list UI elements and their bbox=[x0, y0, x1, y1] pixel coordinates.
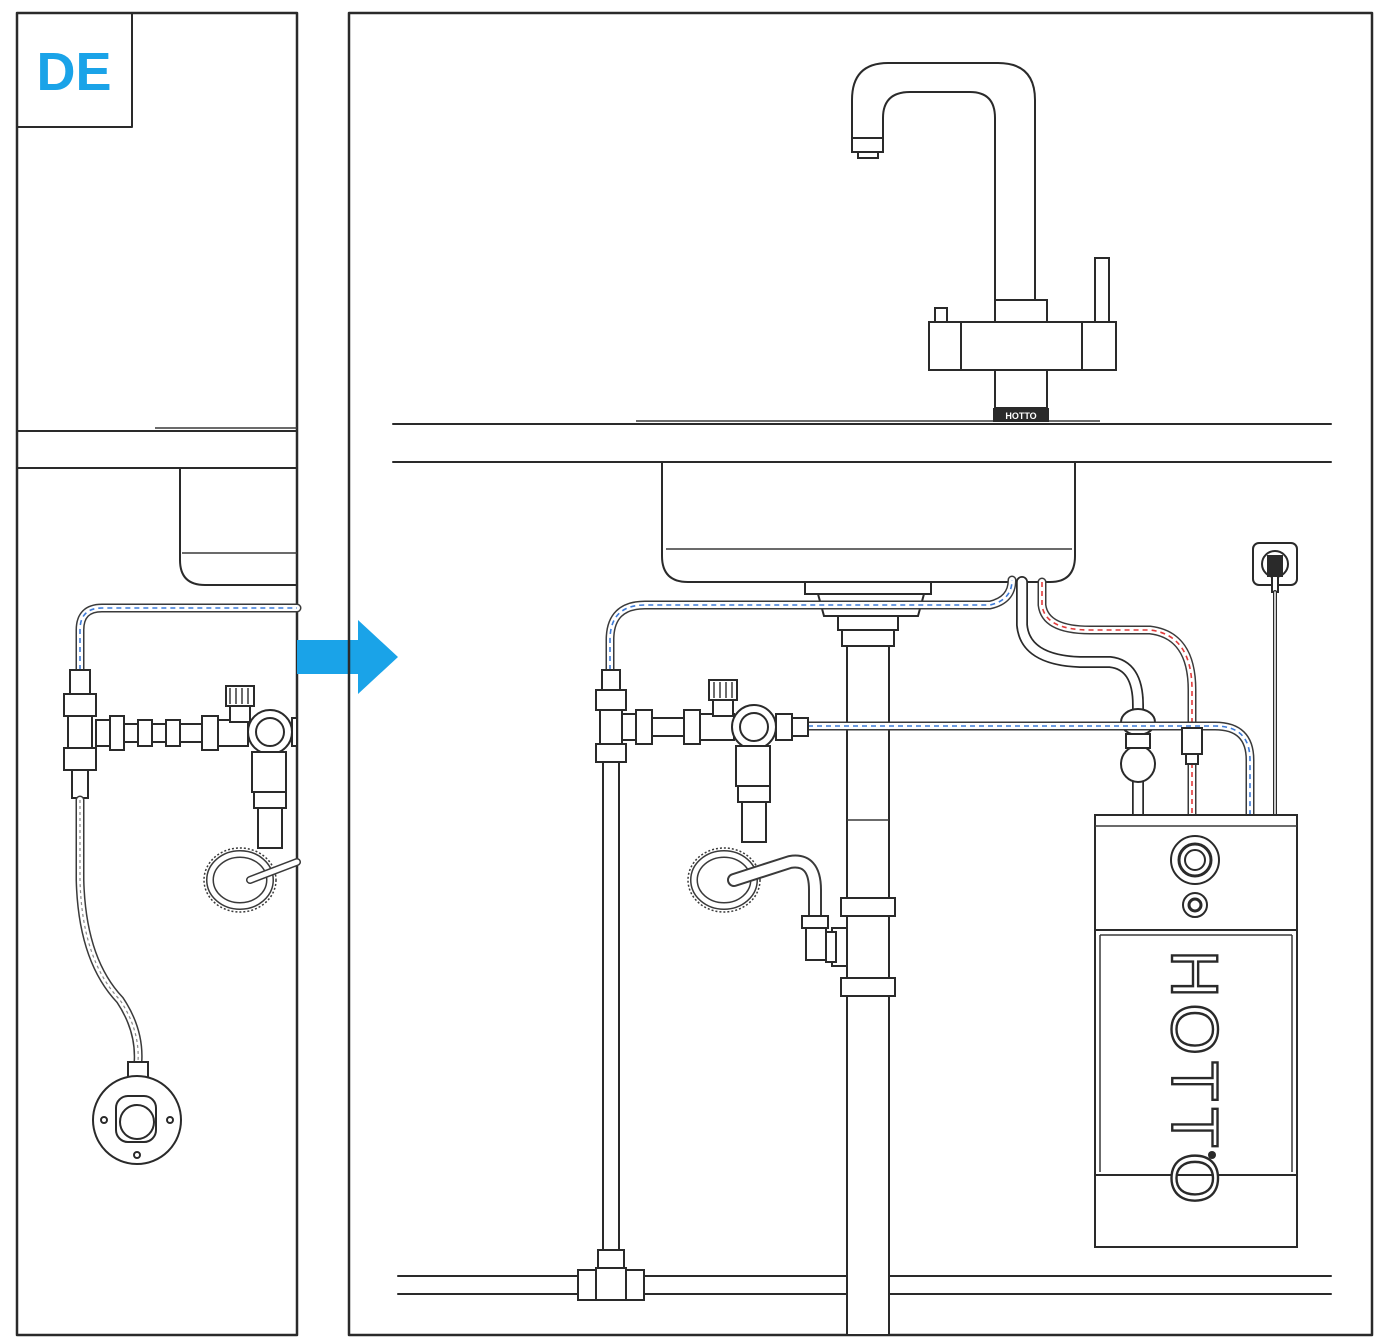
boiler-outlet-tube bbox=[1016, 576, 1156, 821]
drain-pipe bbox=[825, 645, 896, 1336]
three-way-faucet: HOTTO bbox=[851, 62, 1117, 422]
riser-pipe bbox=[577, 761, 645, 1301]
corrugated-trap-right bbox=[687, 847, 829, 961]
right-arrow-icon bbox=[297, 620, 398, 694]
sink-bowl bbox=[661, 461, 1076, 647]
power-socket-icon bbox=[1252, 542, 1298, 817]
faucet-cold-hose bbox=[605, 575, 1017, 675]
corrugated-trap-left bbox=[203, 847, 301, 913]
cold-hose-left bbox=[75, 603, 302, 675]
before-panel: DE bbox=[15, 11, 302, 1337]
angle-valve-left bbox=[63, 669, 298, 849]
sink-bowl-left bbox=[179, 467, 298, 586]
boiler-brand-label: HOTTO bbox=[1158, 950, 1232, 1210]
power-button-icon bbox=[1170, 835, 1220, 885]
faucet-base-label: HOTTO bbox=[1005, 411, 1036, 421]
boiler-unit: HOTTO bbox=[1094, 814, 1298, 1248]
faucet-hot-hose bbox=[1037, 577, 1197, 820]
angle-valve-right bbox=[595, 669, 809, 843]
after-panel: HOTTO bbox=[347, 11, 1374, 1337]
language-badge: DE bbox=[16, 12, 133, 128]
indicator-knob-icon bbox=[1182, 892, 1208, 918]
supply-hose-left bbox=[75, 795, 143, 1067]
wall-outlet bbox=[92, 1061, 182, 1165]
language-badge-label: DE bbox=[36, 42, 111, 102]
boiler-cold-hose bbox=[803, 721, 1255, 820]
